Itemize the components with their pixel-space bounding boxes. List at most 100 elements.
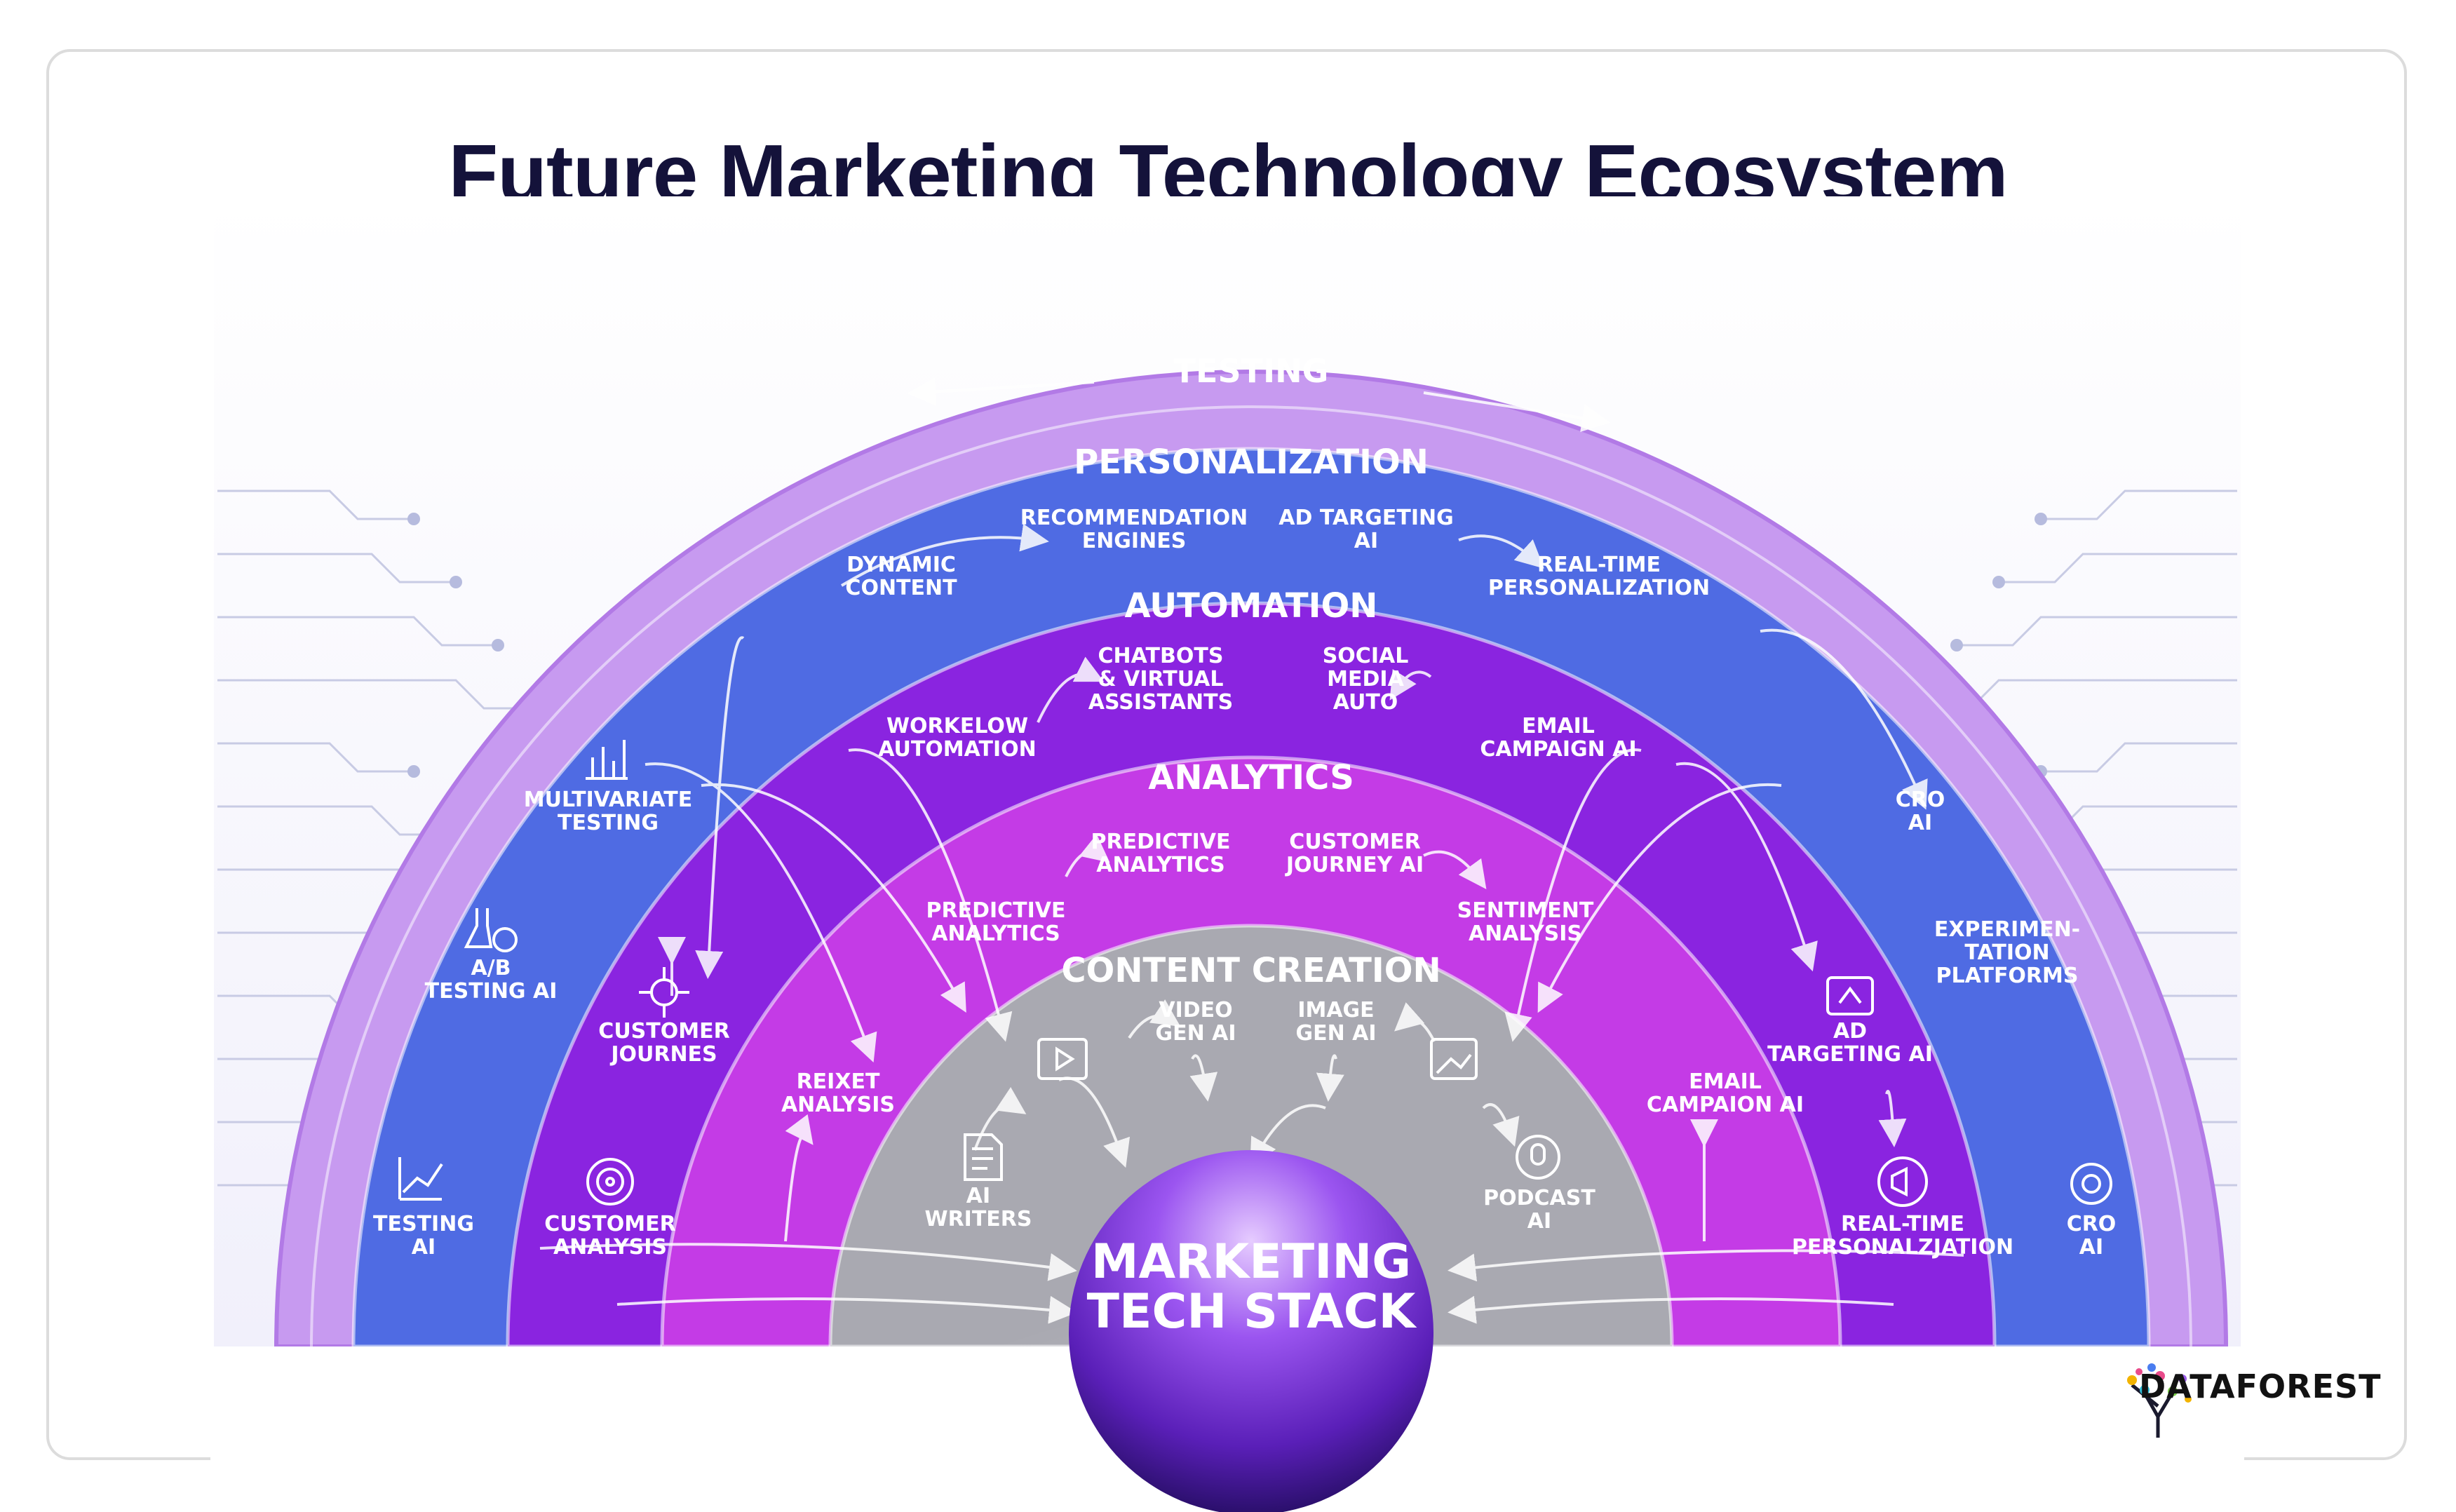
circuit-node	[407, 765, 420, 778]
node-label-line: MEDIA	[1327, 667, 1404, 691]
circuit-node	[492, 639, 504, 652]
flow-arrow	[973, 1087, 1027, 1151]
flow-arrow	[645, 762, 877, 1062]
node-label-line: CRO	[1896, 788, 1945, 812]
circuit-node	[450, 576, 462, 588]
node-label-line: TESTING AI	[425, 979, 558, 1004]
node-label-line: MULTIVARIATE	[524, 788, 693, 812]
node-label-line: REAL-TIME	[1537, 553, 1661, 577]
bar-chart-icon	[586, 740, 628, 780]
flow-arrow	[1504, 748, 1642, 1042]
node-label-line: SOCIAL	[1323, 644, 1409, 668]
ring-title-personalization: PERSONALIZATION	[1074, 443, 1429, 482]
image-icon	[1430, 1038, 1478, 1080]
circuit-line-left	[217, 616, 498, 647]
node-label-line: ANALYTICS	[931, 922, 1060, 946]
circuit-line-right	[1999, 553, 2237, 583]
document-icon	[964, 1133, 1003, 1181]
node-label-line: AI	[1354, 529, 1378, 553]
node-label-line: TESTING	[558, 811, 659, 835]
flow-arrow	[701, 783, 966, 1013]
node-label-line: PREDICTIVE	[926, 898, 1066, 923]
node-label-line: PERSONALIZATION	[1488, 576, 1710, 600]
node-label-line: AI	[412, 1235, 436, 1260]
flow-arrow	[1316, 1054, 1344, 1102]
flow-arrow	[695, 636, 745, 979]
flow-arrow	[1482, 1103, 1520, 1147]
center-hub: MARKETING TECH STACK	[863, 1122, 1593, 1512]
node-label-line: CUSTOMER	[544, 1212, 675, 1236]
node-label-line: JOURNEY AI	[1285, 853, 1424, 877]
node-label-line: TESTING	[373, 1212, 474, 1236]
node-label-line: TATION	[1964, 940, 2049, 965]
flow-arrow	[1423, 850, 1487, 889]
node-label-line: IMAGE	[1297, 998, 1374, 1022]
node-label-line: A/B	[471, 956, 511, 980]
flask-icon	[464, 908, 518, 952]
flow-arrow	[1760, 628, 1928, 810]
ring-title-testing: TESTING	[1174, 352, 1329, 390]
node-label-line: RECOMMENDATION	[1020, 506, 1248, 530]
node-label-line: TARGETING AI	[1767, 1042, 1933, 1067]
node-label-line: WORKELOW	[886, 714, 1028, 738]
flow-arrow	[1037, 656, 1105, 723]
center-sphere	[1069, 1150, 1433, 1512]
flow-arrow	[784, 1114, 814, 1242]
node-label-line: CUSTOMER	[598, 1019, 729, 1044]
node-label-line: & VIRTUAL	[1098, 667, 1224, 691]
node-label-line: AI	[1908, 811, 1932, 835]
flow-arrow	[1065, 834, 1110, 877]
node-icons	[398, 740, 2112, 1207]
flow-arrow	[1189, 1054, 1218, 1102]
center-title-line1: MARKETING	[1091, 1234, 1411, 1290]
circuit-line-right	[1957, 616, 2237, 647]
node-label-line: GEN AI	[1295, 1021, 1376, 1046]
node-label-line: EMAIL	[1689, 1069, 1762, 1094]
node-label-line: AD TARGETING	[1278, 506, 1454, 530]
flow-arrow	[1878, 1090, 1907, 1147]
flow-arrow	[1675, 762, 1818, 972]
flow-arrow	[1458, 534, 1544, 569]
ring-title-analytics: ANALYTICS	[1148, 758, 1354, 797]
node-label-line: EXPERIMEN-	[1934, 917, 2080, 942]
ring-title-content-creation: CONTENT CREATION	[1061, 951, 1440, 990]
node-label-line: ANALYTICS	[1096, 853, 1225, 877]
center-title-line2: TECH STACK	[1087, 1284, 1417, 1339]
node-label-line: CRO	[2067, 1212, 2117, 1236]
node-label-line: CAMPAION AI	[1647, 1093, 1804, 1117]
node-label-line: REIXET	[797, 1069, 880, 1094]
node-label-line: GEN AI	[1155, 1021, 1236, 1046]
node-label-line: CUSTOMER	[1289, 830, 1420, 854]
flow-arrow	[907, 377, 1095, 406]
video-icon	[1037, 1038, 1088, 1080]
flow-arrow	[840, 523, 1049, 587]
ring-title-automation: AUTOMATION	[1125, 586, 1378, 626]
megaphone-icon	[1877, 1156, 1928, 1207]
node-label-line: AD	[1833, 1019, 1867, 1044]
node-label-line: AUTO	[1333, 690, 1398, 715]
node-label-line: ASSISTANTS	[1088, 690, 1233, 715]
circuit-node	[407, 513, 420, 525]
gear-icon	[2070, 1163, 2112, 1205]
node-label-line: JOURNES	[609, 1042, 717, 1067]
